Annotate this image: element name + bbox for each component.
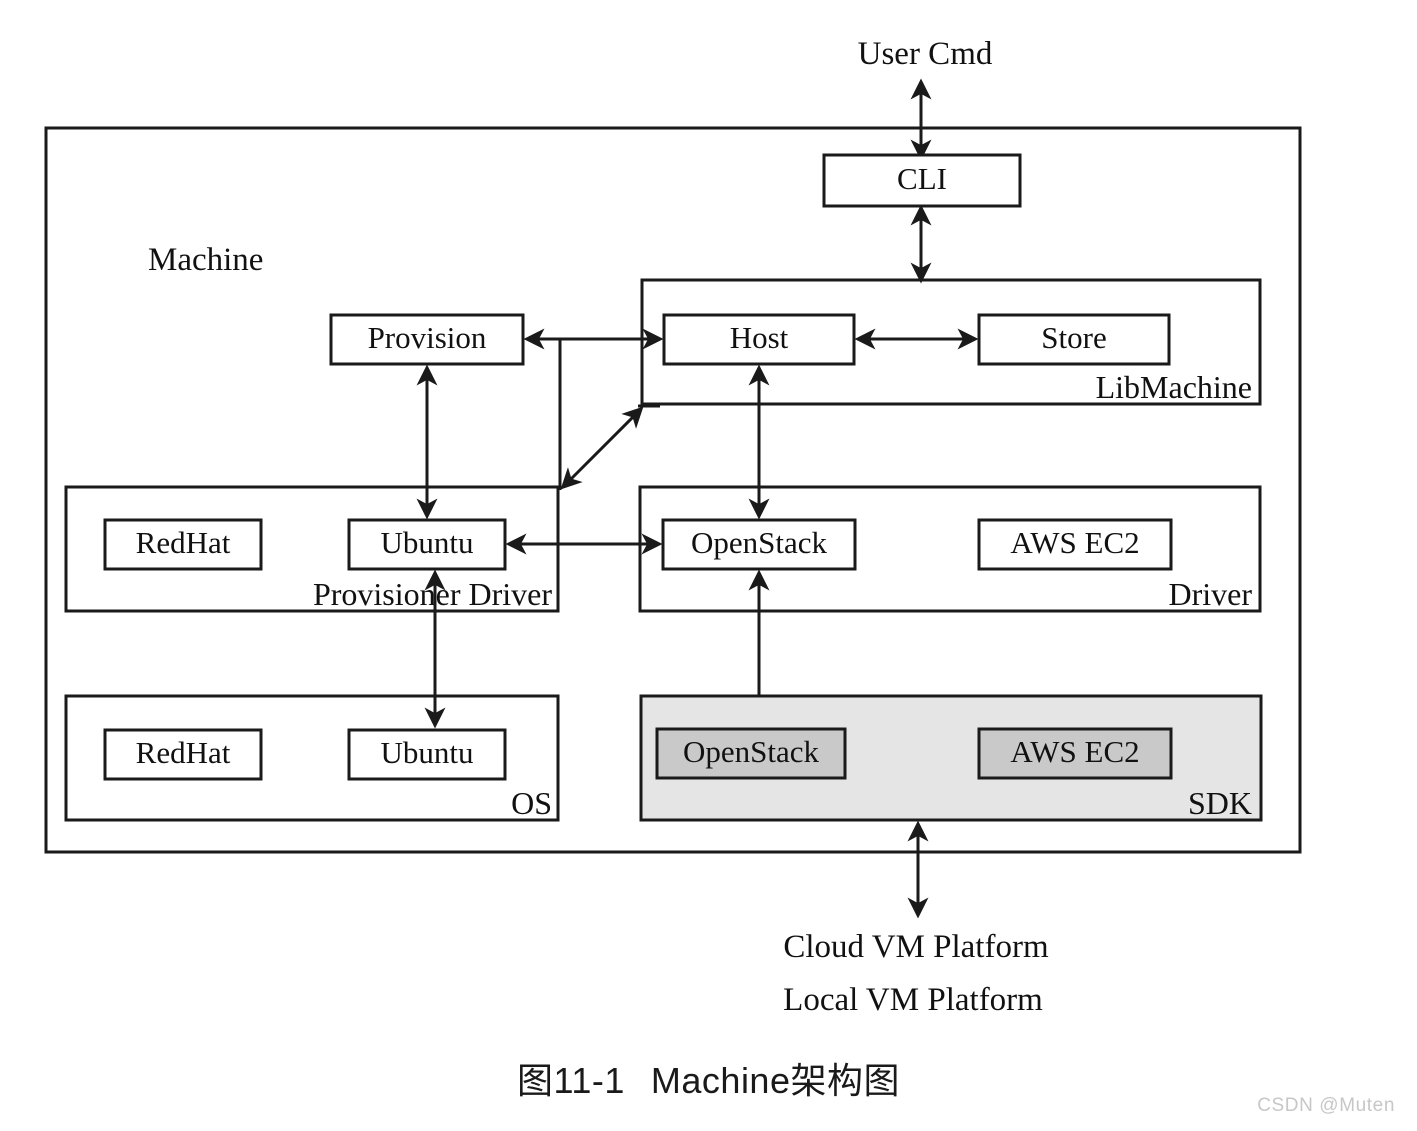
node-provision-label: Provision [368,320,487,355]
group-sdk-label: SDK [1188,785,1252,821]
watermark: CSDN @Muten [1257,1095,1395,1116]
node-sdk-aws-label: AWS EC2 [1010,734,1139,769]
machine-container [44,126,1302,854]
group-libmachine-label: LibMachine [1096,369,1252,405]
node-os-ubuntu-label: Ubuntu [381,735,474,770]
node-sdk-openstack-box[interactable] [655,727,847,780]
node-provisioner-redhat-label: RedHat [136,525,231,560]
node-provisioner-redhat-box[interactable] [103,518,263,571]
node-host-label: Host [730,320,789,355]
label-machine: Machine [148,242,263,278]
node-os-ubuntu-box[interactable] [347,728,507,781]
group-os-label: OS [511,785,552,821]
label-local-vm-platform: Local VM Platform [783,982,1043,1018]
node-store-label: Store [1041,320,1106,355]
figure-caption: 图11-1 Machine架构图 [0,1052,1417,1104]
node-driver-openstack-box[interactable] [661,518,857,571]
group-os [64,694,560,822]
node-sdk-openstack-label: OpenStack [683,734,820,769]
node-host-box[interactable] [662,313,856,366]
figure-caption-title: Machine架构图 [650,1060,900,1101]
connector-libmachine-provisionerdriver [560,406,644,490]
node-driver-aws-label: AWS EC2 [1010,525,1139,560]
node-os-redhat-box[interactable] [103,728,263,781]
node-provisioner-ubuntu-label: Ubuntu [381,525,474,560]
node-store-box[interactable] [977,313,1171,366]
node-os-redhat-label: RedHat [136,735,231,770]
label-cloud-vm-platform: Cloud VM Platform [783,929,1049,965]
node-driver-aws-box[interactable] [977,518,1173,571]
node-sdk-aws-box[interactable] [977,727,1173,780]
group-provisioner-driver-label: Provisioner Driver [313,576,552,612]
figure-caption-number: 图11-1 [517,1060,625,1101]
label-user-cmd: User Cmd [858,36,993,72]
node-provision-box[interactable] [329,313,525,366]
node-cli-box[interactable] [822,153,1022,208]
node-driver-openstack-label: OpenStack [691,525,828,560]
group-driver-label: Driver [1168,576,1252,612]
node-cli-label: CLI [897,161,947,196]
node-provisioner-ubuntu-box[interactable] [347,518,507,571]
